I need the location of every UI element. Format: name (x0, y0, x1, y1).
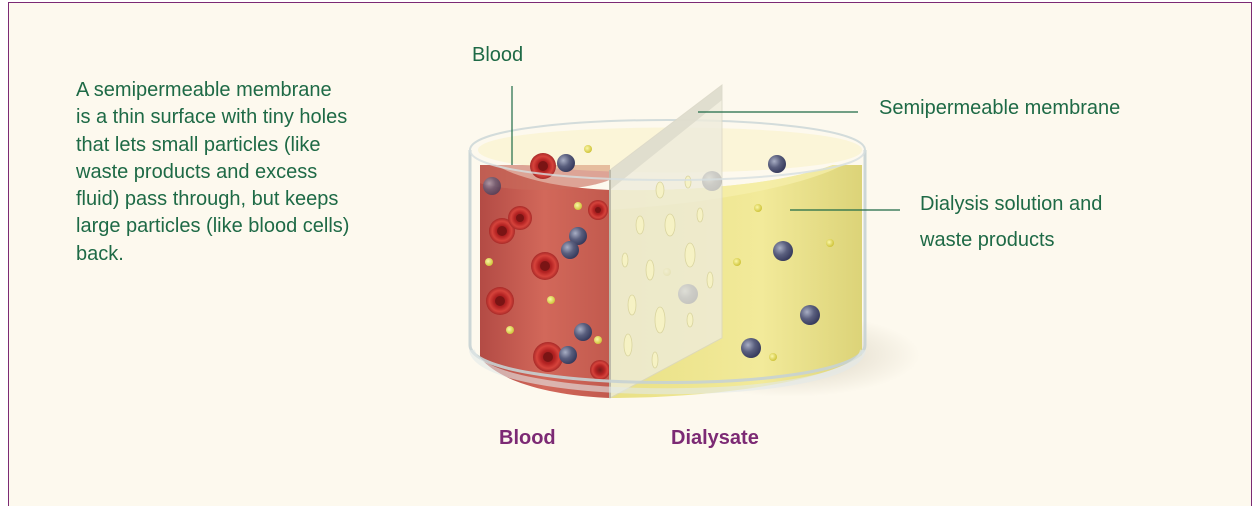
membrane-description: A semipermeable membrane is a thin surfa… (76, 77, 351, 268)
dialysis-callout-label-line1: Dialysis solution and (920, 191, 1102, 217)
dialysate-side-label: Dialysate (671, 427, 759, 450)
blood-side-label: Blood (499, 427, 556, 450)
dialysis-callout-label-line2: waste products (920, 227, 1055, 253)
membrane-callout-label: Semipermeable membrane (879, 95, 1120, 121)
blood-callout-label: Blood (472, 42, 523, 68)
